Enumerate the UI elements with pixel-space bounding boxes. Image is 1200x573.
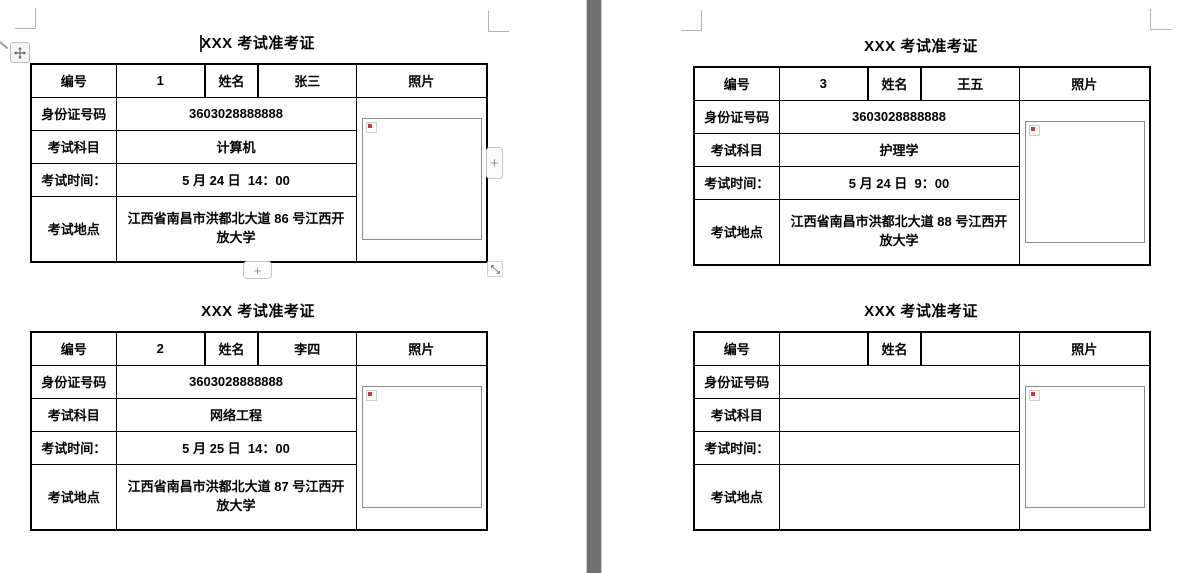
name-label: 姓名 [867,331,922,366]
ticket-title[interactable]: XXX 考试准考证 [693,37,1149,57]
photo-cell[interactable] [1018,364,1151,531]
broken-image-icon [365,389,377,401]
photo-placeholder[interactable] [1024,385,1145,508]
ticket-title-text: XXX 考试准考证 [864,303,978,320]
photo-label: 照片 [1018,66,1151,101]
admission-ticket-3: XXX 考试准考证 编号 3 姓名 王五 照片 身份证号码 3603028888… [693,37,1151,266]
id-value-cell[interactable]: 1 [115,63,206,98]
location-value-cell[interactable]: 江西省南昌市洪都北大道 88 号江西开放大学 [778,198,1020,266]
subject-label: 考试科目 [693,132,780,167]
photo-placeholder[interactable] [361,117,482,240]
location-label: 考试地点 [693,198,780,266]
id-number-label: 身份证号码 [693,364,780,399]
page-divider [586,0,602,573]
margin-corner-mark-icon [1150,9,1171,30]
id-number-value-cell[interactable]: 3603028888888 [115,364,357,399]
name-label: 姓名 [867,66,922,101]
id-number-label: 身份证号码 [693,99,780,134]
photo-placeholder[interactable] [361,385,482,508]
time-value-cell[interactable] [778,430,1020,465]
move-arrows-icon [14,46,26,59]
subject-label: 考试科目 [693,397,780,432]
photo-cell[interactable] [355,364,488,531]
photo-cell[interactable] [1018,99,1151,266]
photo-label: 照片 [355,63,488,98]
ticket-title[interactable]: XXX 考试准考证 [30,302,486,322]
name-value-cell[interactable]: 李四 [257,331,357,366]
location-value-cell[interactable] [778,463,1020,531]
ticket-title[interactable]: XXX 考试准考证 [693,302,1149,322]
subject-value-cell[interactable] [778,397,1020,432]
photo-placeholder[interactable] [1024,120,1145,243]
name-value-cell[interactable] [920,331,1020,366]
text-cursor [200,35,202,52]
location-value-cell[interactable]: 江西省南昌市洪都北大道 86 号江西开放大学 [115,195,357,263]
id-number-label: 身份证号码 [30,364,117,399]
broken-image-icon [365,121,377,133]
ticket-title-text: XXX 考试准考证 [864,38,978,55]
photo-cell[interactable] [355,96,488,263]
ticket-table: 编号 姓名 照片 身份证号码 考试科目 考试时间： [693,331,1151,531]
subject-value-cell[interactable]: 网络工程 [115,397,357,432]
ticket-title-text: XXX 考试准考证 [201,303,315,320]
ticket-table: 编号 3 姓名 王五 照片 身份证号码 3603028888888 考试科目 护… [693,66,1151,266]
table-resize-handle[interactable] [487,261,503,277]
name-label: 姓名 [204,331,259,366]
location-label: 考试地点 [693,463,780,531]
insert-column-button[interactable]: + [486,147,503,179]
time-label: 考试时间： [693,430,780,465]
time-label: 考试时间： [30,162,117,197]
location-label: 考试地点 [30,463,117,531]
id-label: 编号 [30,63,117,98]
id-label: 编号 [30,331,117,366]
photo-label: 照片 [355,331,488,366]
id-value-cell[interactable]: 2 [115,331,206,366]
subject-label: 考试科目 [30,397,117,432]
location-label: 考试地点 [30,195,117,263]
ticket-table: 编号 2 姓名 李四 照片 身份证号码 3603028888888 考试科目 网… [30,331,488,531]
time-value-cell[interactable]: 5 月 25 日 14：00 [115,430,357,465]
id-label: 编号 [693,66,780,101]
admission-ticket-1: XXX 考试准考证 编号 1 姓名 张三 照片 身份证号码 3603028888… [30,34,488,263]
photo-label: 照片 [1018,331,1151,366]
name-label: 姓名 [204,63,259,98]
id-label: 编号 [693,331,780,366]
admission-ticket-4: XXX 考试准考证 编号 姓名 照片 身份证号码 考试科 [693,302,1151,531]
time-value-cell[interactable]: 5 月 24 日 9：00 [778,165,1020,200]
name-value-cell[interactable]: 张三 [257,63,357,98]
subject-value-cell[interactable]: 护理学 [778,132,1020,167]
id-number-value-cell[interactable] [778,364,1020,399]
diagonal-resize-icon [490,264,500,274]
id-number-value-cell[interactable]: 3603028888888 [778,99,1020,134]
id-value-cell[interactable]: 3 [778,66,869,101]
time-label: 考试时间： [693,165,780,200]
subject-label: 考试科目 [30,129,117,164]
broken-image-icon [1028,389,1040,401]
id-number-label: 身份证号码 [30,96,117,131]
margin-corner-mark-icon [15,8,36,29]
name-value-cell[interactable]: 王五 [920,66,1020,101]
id-value-cell[interactable] [778,331,869,366]
ticket-table: 编号 1 姓名 张三 照片 身份证号码 3603028888888 考试科目 计… [30,63,488,263]
margin-corner-mark-icon [681,10,702,31]
ticket-title[interactable]: XXX 考试准考证 [30,34,486,54]
pointer-artifact [0,41,9,50]
ticket-title-text: XXX 考试准考证 [201,35,315,52]
time-value-cell[interactable]: 5 月 24 日 14：00 [115,162,357,197]
insert-row-button[interactable]: + [243,261,272,279]
subject-value-cell[interactable]: 计算机 [115,129,357,164]
id-number-value-cell[interactable]: 3603028888888 [115,96,357,131]
table-move-handle[interactable] [10,42,30,63]
margin-corner-mark-icon [488,11,509,32]
admission-ticket-2: XXX 考试准考证 编号 2 姓名 李四 照片 身份证号码 3603028888… [30,302,488,531]
location-value-cell[interactable]: 江西省南昌市洪都北大道 87 号江西开放大学 [115,463,357,531]
broken-image-icon [1028,124,1040,136]
time-label: 考试时间： [30,430,117,465]
